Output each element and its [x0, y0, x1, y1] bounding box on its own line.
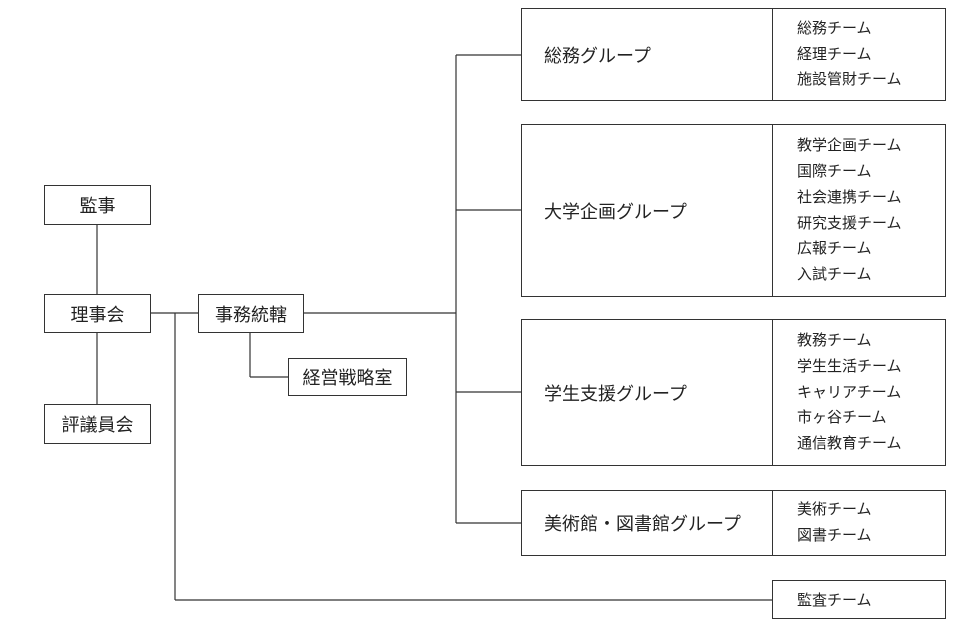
- team-item: 広報チーム: [797, 239, 872, 258]
- admin-head-box: 事務統轄: [198, 294, 304, 333]
- team-item: 入試チーム: [797, 264, 872, 283]
- admin-head-label: 事務統轄: [215, 304, 287, 326]
- team-list: 美術チーム 図書チーム: [772, 491, 945, 555]
- auditor-box: 監事: [44, 185, 151, 225]
- group-box: 学生支援グループ 教務チーム 学生生活チーム キャリアチーム 市ヶ谷チーム 通信…: [521, 319, 946, 466]
- team-item: 総務チーム: [797, 18, 872, 37]
- council-box: 評議員会: [44, 404, 151, 444]
- team-item: 社会連携チーム: [797, 187, 902, 206]
- team-item: 教務チーム: [797, 331, 872, 350]
- team-item: 教学企画チーム: [797, 136, 902, 155]
- audit-team-box: 監査チーム: [772, 580, 946, 619]
- board-label: 理事会: [70, 304, 125, 326]
- group-box: 美術館・図書館グループ 美術チーム 図書チーム: [521, 490, 946, 556]
- team-item: キャリアチーム: [797, 382, 902, 401]
- team-item: 学生生活チーム: [797, 356, 902, 375]
- team-item: 図書チーム: [797, 526, 872, 544]
- group-box: 総務グループ 総務チーム 経理チーム 施設管財チーム: [521, 8, 946, 101]
- team-list: 総務チーム 経理チーム 施設管財チーム: [772, 9, 945, 100]
- board-box: 理事会: [44, 294, 151, 333]
- strategy-office-label: 経営戦略室: [302, 368, 393, 389]
- group-name: 大学企画グループ: [544, 201, 687, 223]
- team-item: 経理チーム: [797, 44, 872, 63]
- council-label: 評議員会: [61, 415, 134, 436]
- auditor-label: 監事: [79, 196, 116, 217]
- group-name: 学生支援グループ: [544, 383, 687, 405]
- team-item: 通信教育チーム: [797, 434, 902, 453]
- team-item: 国際チーム: [797, 162, 872, 181]
- audit-team-label: 監査チーム: [797, 591, 872, 609]
- group-name: 美術館・図書館グループ: [544, 514, 741, 535]
- team-item: 施設管財チーム: [797, 70, 902, 89]
- team-list: 教務チーム 学生生活チーム キャリアチーム 市ヶ谷チーム 通信教育チーム: [772, 320, 945, 465]
- group-name: 総務グループ: [544, 45, 651, 67]
- team-item: 研究支援チーム: [797, 213, 902, 232]
- group-box: 大学企画グループ 教学企画チーム 国際チーム 社会連携チーム 研究支援チーム 広…: [521, 124, 946, 297]
- strategy-office-box: 経営戦略室: [288, 358, 407, 396]
- team-item: 美術チーム: [797, 500, 872, 519]
- team-item: 市ヶ谷チーム: [797, 408, 887, 427]
- team-list: 教学企画チーム 国際チーム 社会連携チーム 研究支援チーム 広報チーム 入試チー…: [772, 125, 945, 296]
